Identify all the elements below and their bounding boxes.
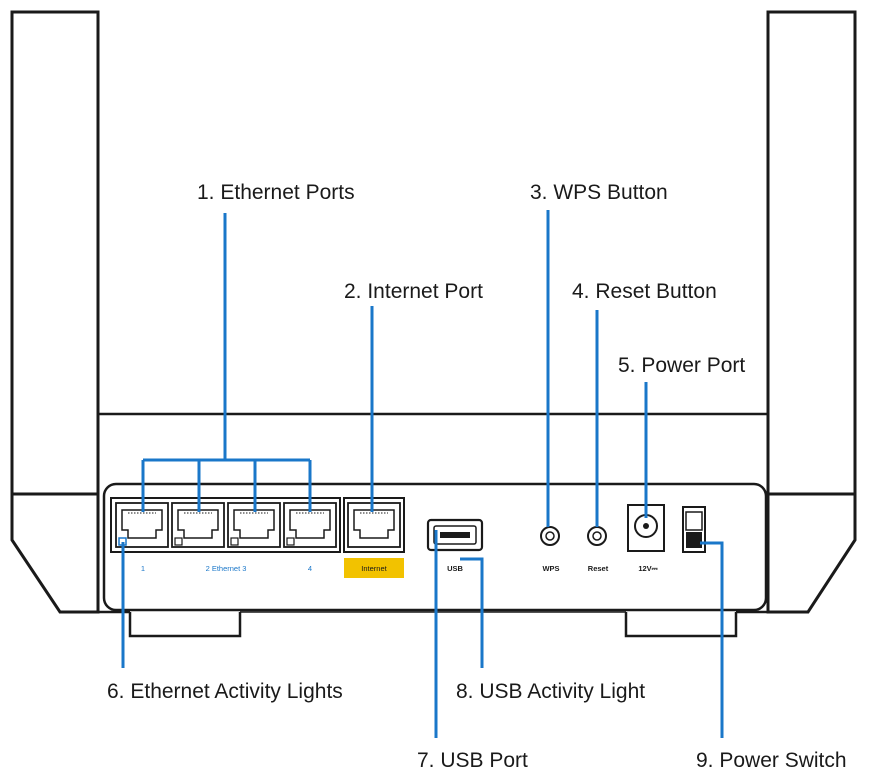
callout-usb-activity-light: 8. USB Activity Light [456, 680, 645, 703]
port-label-internet: Internet [361, 564, 387, 573]
router-body [96, 412, 770, 638]
callouts: 1. Ethernet Ports 2. Internet Port 3. WP… [107, 181, 847, 772]
ethernet-port-block [110, 497, 341, 553]
ethernet-activity-light-2 [174, 537, 183, 546]
port-label-eth1: 1 [141, 564, 145, 573]
leader-power-switch [700, 541, 724, 738]
callout-power-port: 5. Power Port [618, 354, 745, 377]
left-tower [10, 10, 100, 614]
right-tower [766, 10, 857, 614]
ethernet-activity-light-3 [230, 537, 239, 546]
usb-port[interactable] [426, 518, 484, 552]
port-label-eth4: 4 [308, 564, 312, 573]
callout-ethernet-ports: 1. Ethernet Ports [197, 181, 355, 204]
port-label-wps: WPS [542, 564, 559, 573]
callout-power-switch: 9. Power Switch [696, 749, 847, 772]
leader-usb-activity [460, 557, 484, 668]
panel-labels: 1 2 Ethernet 3 4 Internet USB WPS Reset … [141, 564, 659, 573]
port-label-power: 12V⎓ [638, 564, 658, 573]
callout-ethernet-activity-lights: 6. Ethernet Activity Lights [107, 680, 343, 703]
callout-wps-button: 3. WPS Button [530, 181, 668, 204]
port-label-reset: Reset [588, 564, 609, 573]
port-label-usb: USB [447, 564, 463, 573]
internet-label-highlight [344, 558, 404, 578]
callout-usb-port: 7. USB Port [417, 749, 528, 772]
leader-lines [121, 210, 724, 738]
callout-reset-button: 4. Reset Button [572, 280, 717, 303]
wps-button[interactable] [540, 526, 560, 546]
internet-port[interactable] [343, 497, 405, 553]
power-switch[interactable] [682, 506, 706, 553]
reset-button[interactable] [587, 526, 607, 546]
ethernet-activity-light-4 [286, 537, 295, 546]
port-label-eth23: 2 Ethernet 3 [206, 564, 247, 573]
callout-internet-port: 2. Internet Port [344, 280, 483, 303]
